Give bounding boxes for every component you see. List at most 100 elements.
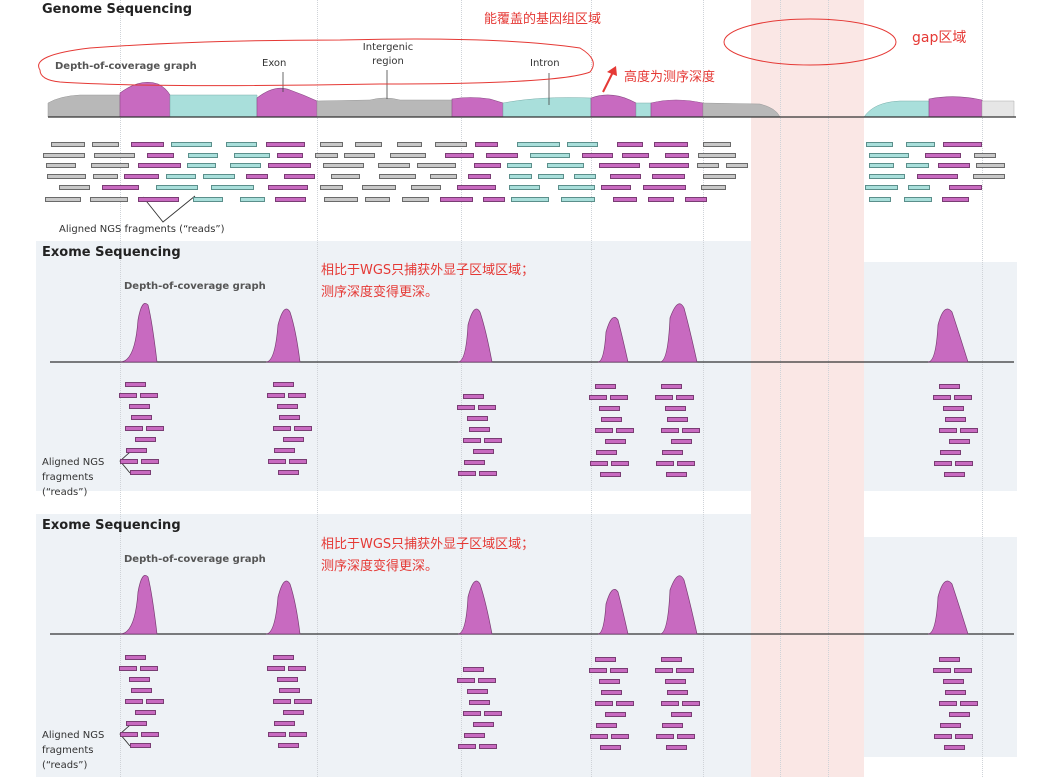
read-fragment <box>662 723 683 728</box>
read-fragment <box>135 437 156 442</box>
read-fragment <box>463 394 484 399</box>
read-fragment <box>203 174 235 179</box>
read-fragment <box>226 142 257 147</box>
read-fragment <box>507 163 532 168</box>
read-fragment <box>483 197 505 202</box>
read-fragment <box>93 174 118 179</box>
read-fragment <box>273 382 294 387</box>
read-fragment <box>685 197 707 202</box>
read-fragment <box>590 461 608 466</box>
read-fragment <box>954 395 972 400</box>
read-fragment <box>91 163 129 168</box>
read-fragment <box>323 163 364 168</box>
guide-line <box>120 0 121 777</box>
read-fragment <box>289 732 307 737</box>
exome-reads-label-2: Aligned NGS fragments (“reads”) <box>42 730 105 771</box>
read-fragment <box>457 405 475 410</box>
read-fragment <box>457 185 496 190</box>
read-fragment <box>267 393 285 398</box>
read-fragment <box>289 459 307 464</box>
intron-coverage-4 <box>863 100 930 118</box>
read-fragment <box>277 153 303 158</box>
read-fragment <box>944 745 965 750</box>
read-fragment <box>649 163 689 168</box>
read-fragment <box>126 448 147 453</box>
read-fragment <box>599 406 620 411</box>
read-fragment <box>283 437 304 442</box>
read-fragment <box>464 733 485 738</box>
read-fragment <box>682 701 700 706</box>
exon-coverage-2 <box>256 87 318 118</box>
read-fragment <box>166 174 196 179</box>
read-fragment <box>365 197 390 202</box>
read-fragment <box>605 439 626 444</box>
read-fragment <box>211 185 254 190</box>
gap-annotation-ellipse <box>723 18 897 66</box>
read-fragment <box>379 174 416 179</box>
read-fragment <box>703 174 736 179</box>
depth-annotation: 高度为测序深度 <box>624 70 716 85</box>
read-fragment <box>940 450 961 455</box>
read-fragment <box>193 197 223 202</box>
genome-coverage-label: Depth-of-coverage graph <box>55 61 197 72</box>
read-fragment <box>671 712 692 717</box>
read-fragment <box>188 153 218 158</box>
read-fragment <box>611 461 629 466</box>
read-fragment <box>656 734 674 739</box>
read-fragment <box>390 153 426 158</box>
read-fragment <box>475 142 498 147</box>
read-fragment <box>976 163 1005 168</box>
read-fragment <box>156 185 198 190</box>
read-fragment <box>866 142 893 147</box>
read-fragment <box>284 174 315 179</box>
read-fragment <box>595 657 616 662</box>
read-fragment <box>473 722 494 727</box>
read-fragment <box>944 472 965 477</box>
read-fragment <box>676 395 694 400</box>
read-fragment <box>661 701 679 706</box>
read-fragment <box>457 678 475 683</box>
read-fragment <box>478 678 496 683</box>
read-fragment <box>51 142 85 147</box>
coverage-annotation: 能覆盖的基因组区域 <box>484 12 602 27</box>
read-fragment <box>45 197 81 202</box>
read-fragment <box>960 701 978 706</box>
read-fragment <box>676 668 694 673</box>
read-fragment <box>130 743 151 748</box>
read-fragment <box>467 416 488 421</box>
intergenic-region-label: Intergenic region <box>362 42 414 67</box>
read-fragment <box>267 666 285 671</box>
read-fragment <box>654 142 688 147</box>
exome-coverage-graph-2 <box>50 574 1014 747</box>
read-fragment <box>698 153 736 158</box>
read-fragment <box>582 153 613 158</box>
read-fragment <box>277 677 298 682</box>
read-fragment <box>943 406 964 411</box>
read-fragment <box>665 153 689 158</box>
read-fragment <box>939 701 957 706</box>
read-fragment <box>906 163 929 168</box>
read-fragment <box>661 657 682 662</box>
read-fragment <box>662 450 683 455</box>
read-fragment <box>538 174 564 179</box>
read-fragment <box>119 666 137 671</box>
read-fragment <box>315 153 338 158</box>
read-fragment <box>949 185 982 190</box>
read-fragment <box>925 153 961 158</box>
guide-line <box>780 0 781 777</box>
read-fragment <box>869 174 905 179</box>
read-fragment <box>600 745 621 750</box>
read-fragment <box>362 185 396 190</box>
read-fragment <box>589 395 607 400</box>
read-fragment <box>949 439 970 444</box>
exome-annotation-line1: 相比于WGS只捕获外显子区域区域； <box>321 263 535 278</box>
read-fragment <box>655 395 673 400</box>
depth-arrow <box>602 71 614 93</box>
read-fragment <box>648 197 674 202</box>
read-fragment <box>468 174 491 179</box>
read-fragment <box>125 426 143 431</box>
genome-sequencing-title: Genome Sequencing <box>42 2 193 17</box>
read-fragment <box>463 711 481 716</box>
read-fragment <box>120 459 138 464</box>
read-fragment <box>665 679 686 684</box>
